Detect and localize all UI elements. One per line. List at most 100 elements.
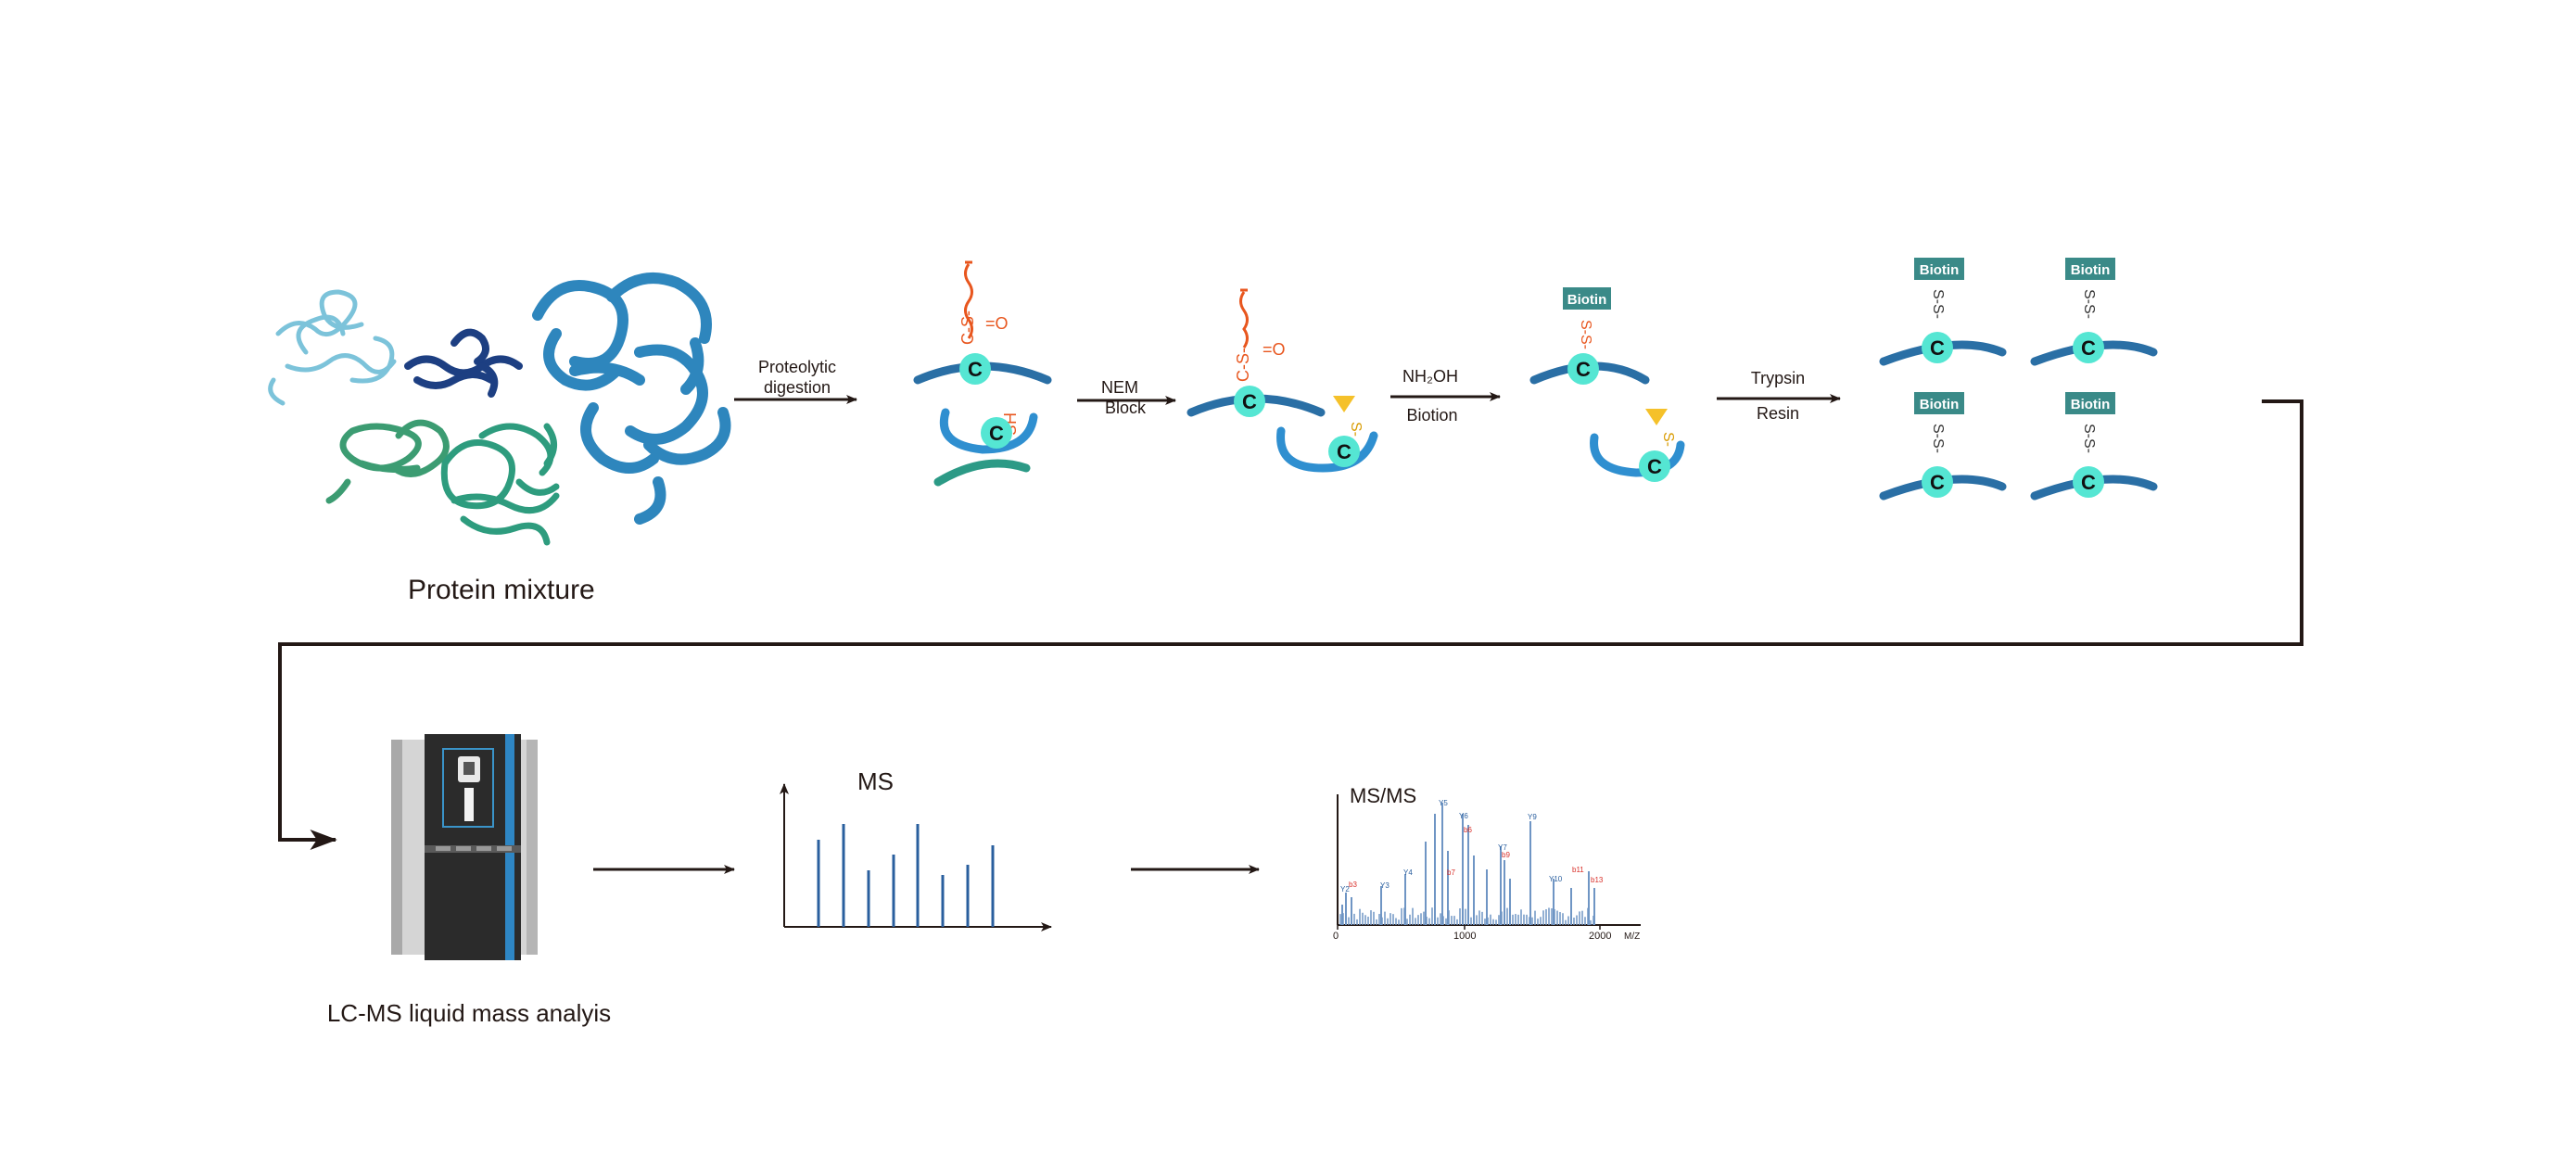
msms-tick-label: 0 (1333, 931, 1339, 942)
ion-label-b: b11 (1572, 866, 1584, 874)
ion-label-y: Y5 (1439, 799, 1448, 807)
ion-label-b: b6 (1464, 826, 1472, 834)
msms-peaks (1339, 803, 1595, 925)
cysteine-3-label: C (1242, 390, 1257, 413)
instrument-button-2 (456, 846, 471, 851)
ms-peaks (817, 824, 995, 927)
biotion-label: Biotion (1406, 406, 1457, 425)
ion-label-b: b13 (1591, 876, 1604, 884)
cysteine-9 (1922, 466, 1953, 498)
cysteine-3 (1234, 386, 1265, 417)
instrument-panel (442, 748, 494, 828)
nem-s-link-2: S- (1660, 432, 1676, 447)
msms-tick-label: 1000 (1453, 931, 1476, 942)
stage-enriched-peptides: Biotin S-S- C Biotin S-S- C Biotin S-S- … (1879, 258, 2158, 501)
ss-bond-1: S-S- (1930, 289, 1946, 319)
cysteine-4-label: C (1337, 440, 1351, 463)
cysteine-8-label: C (2081, 336, 2096, 360)
nh2oh-label: NH₂OH (1402, 367, 1458, 386)
nem-s-link: S- (1348, 422, 1364, 437)
lcms-label: LC-MS liquid mass analyis (327, 999, 611, 1027)
nem-cap (1333, 396, 1355, 412)
cysteine-2-label: C (989, 422, 1004, 445)
biotin-tag-3-label: Biotin (2071, 262, 2111, 278)
cysteine-1 (959, 353, 991, 385)
ion-label-y: Y4 (1403, 868, 1413, 877)
enriched-peptide-3: Biotin S-S- C (1879, 392, 2007, 501)
oxo-1: =O (985, 314, 1009, 333)
biotin-tag-4 (1914, 392, 1964, 414)
cysteine-5-label: C (1576, 358, 1591, 381)
trypsin-label: Trypsin (1751, 369, 1805, 387)
cs-linkage-1: C-S- (958, 311, 977, 345)
instrument-side-left (391, 740, 402, 955)
nem-label: NEM (1101, 378, 1138, 397)
cysteine-1-label: C (968, 358, 983, 381)
instrument-slot (464, 788, 474, 821)
msms-y-ion-labels: Y2 Y3 Y4 Y5 Y6 Y7 Y9 Y10 (1340, 799, 1563, 894)
resin-label: Resin (1757, 404, 1799, 423)
msms-title: MS/MS (1350, 784, 1416, 807)
protein-green-small (325, 419, 450, 504)
stage-nem-blocked: C-S- =O C S- C (1186, 288, 1378, 473)
cysteine-8 (2073, 332, 2104, 363)
modification-chain-2 (1239, 291, 1249, 349)
stage-biotinylated: Biotin S-S- C S- C (1529, 287, 1685, 482)
biotin-tag-4-label: Biotin (1920, 397, 1960, 412)
protein-teal (440, 423, 560, 546)
block-label: Block (1105, 399, 1147, 417)
ion-label-y: Y2 (1340, 885, 1350, 894)
instrument-divider (425, 845, 521, 853)
biotin-tag-5 (2065, 392, 2115, 414)
cysteine-10-label: C (2081, 471, 2096, 494)
biotin-tag-2-label: Biotin (1920, 262, 1960, 278)
biotin-tag-1 (1563, 287, 1611, 310)
ion-label-b: b9 (1502, 851, 1510, 859)
msms-tick-label: 2000 (1589, 931, 1611, 942)
ion-label-b: b3 (1349, 881, 1357, 889)
biotin-tag-3 (2065, 258, 2115, 280)
ss-bond-2: S-S- (2081, 289, 2097, 319)
modification-chain (964, 263, 973, 339)
protein-blue-large (532, 272, 731, 525)
cysteine-9-label: C (1930, 471, 1945, 494)
ms-title: MS (857, 767, 894, 795)
ss-bond-orange: S-S- (1578, 320, 1593, 349)
peptide-5 (1276, 426, 1378, 473)
protein-mixture-illustration (268, 272, 731, 546)
cs-linkage-2: C-S- (1234, 348, 1252, 382)
protein-light-blue (268, 289, 397, 406)
ion-label-y: Y10 (1549, 875, 1563, 883)
ion-label-y: Y7 (1498, 843, 1507, 852)
ion-label-y: Y3 (1380, 881, 1390, 890)
peptide-3 (933, 459, 1031, 487)
proteolytic-label: Proteolytic (758, 358, 836, 376)
cysteine-10 (2073, 466, 2104, 498)
instrument-button-1 (436, 846, 450, 851)
enriched-peptide-4: Biotin S-S- C (2030, 392, 2158, 501)
ion-label-b: b7 (1447, 868, 1455, 877)
cysteine-6-label: C (1647, 455, 1662, 478)
msms-axis-unit: M/Z (1624, 932, 1640, 942)
ion-label-y: Y9 (1528, 813, 1537, 821)
cysteine-7 (1922, 332, 1953, 363)
cysteine-6 (1639, 450, 1670, 482)
digestion-label: digestion (764, 378, 831, 397)
msms-b-ion-labels: b3 b6 b7 b9 b11 b13 (1349, 826, 1604, 889)
cysteine-4 (1328, 436, 1360, 467)
biotin-tag-1-label: Biotin (1567, 292, 1607, 308)
nem-cap-2 (1645, 409, 1668, 425)
oxo-2: =O (1263, 340, 1286, 359)
protein-mixture-label: Protein mixture (408, 575, 595, 605)
ms-spectrum: MS (780, 767, 1052, 932)
instrument-button-3 (476, 846, 491, 851)
cysteine-2 (981, 417, 1012, 449)
connector-to-analysis (278, 399, 2303, 850)
ss-bond-3: S-S- (1930, 424, 1946, 453)
enriched-peptide-1: Biotin S-S- C (1879, 258, 2007, 366)
biotin-tag-5-label: Biotin (2071, 397, 2111, 412)
cysteine-7-label: C (1930, 336, 1945, 360)
ss-bond-4: S-S- (2081, 424, 2097, 453)
